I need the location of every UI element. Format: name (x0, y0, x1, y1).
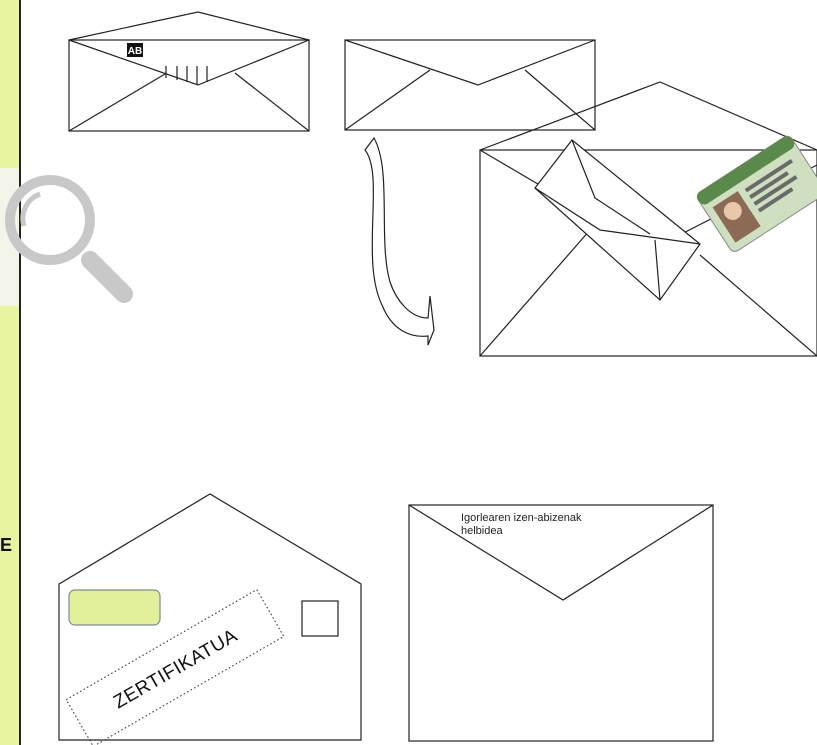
envelope-closed (345, 40, 595, 130)
tick-marks (166, 66, 207, 84)
inserted-letter (535, 140, 700, 300)
id-card-icon (695, 134, 817, 254)
certified-stamp-text: ZERTIFIKATUA (110, 625, 241, 713)
stamp-box (302, 601, 338, 636)
curved-arrow-icon (365, 138, 434, 345)
sender-address-label: helbidea (461, 525, 503, 537)
envelope-window: ZERTIFIKATUA (59, 494, 361, 745)
sender-name-label: Igorlearen izen-abizenak (461, 512, 582, 524)
envelope-open-flap: AB (69, 12, 309, 131)
logo-icon: AB (127, 43, 143, 57)
logo-text: AB (128, 46, 142, 57)
magnifier-icon[interactable] (0, 168, 124, 306)
envelope-large-open (480, 82, 817, 356)
address-window (69, 590, 160, 625)
envelope-back: Igorlearen izen-abizenak helbidea (409, 505, 713, 741)
